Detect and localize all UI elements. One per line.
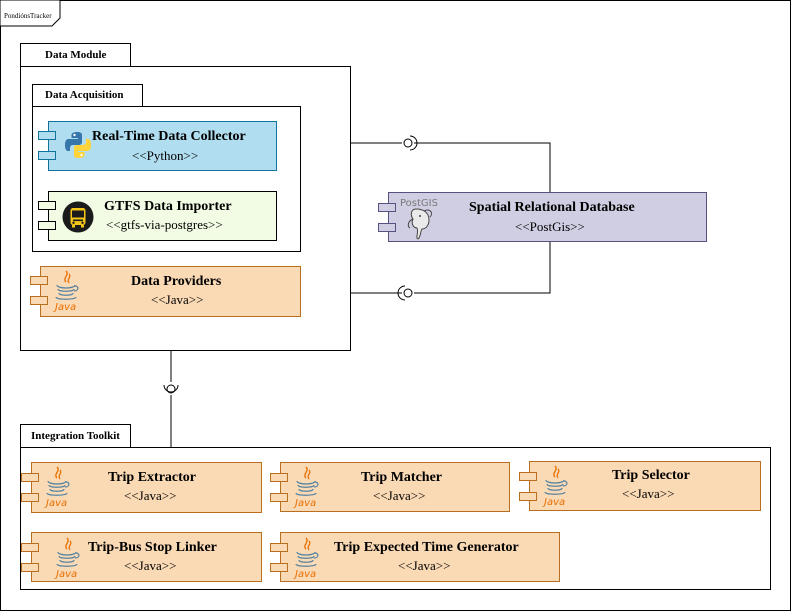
component-name: Trip Matcher	[361, 470, 442, 485]
component-name: Trip Selector	[612, 468, 690, 483]
connector-db-realtime-socket	[414, 142, 551, 192]
component-port	[30, 276, 48, 285]
component-port	[519, 492, 537, 501]
trip-expected-time-generator-component[interactable]: Java Trip Expected Time Generator <<Java…	[270, 532, 560, 582]
component-port	[270, 473, 288, 482]
python-icon	[65, 132, 91, 158]
data-acquisition-tab: Data Acquisition	[32, 84, 143, 107]
java-icon: Java	[53, 270, 79, 313]
integration-toolkit-tab: Integration Toolkit	[20, 424, 131, 448]
component-port	[270, 563, 288, 572]
component-port	[38, 151, 56, 160]
java-icon: Java	[293, 537, 319, 580]
socket-realtime	[409, 135, 418, 151]
trip-matcher-component[interactable]: Java Trip Matcher <<Java>>	[270, 462, 510, 512]
java-logo-text: Java	[293, 498, 316, 509]
component-port	[378, 203, 396, 212]
java-icon: Java	[54, 537, 80, 580]
java-logo-text: Java	[44, 498, 67, 509]
spatial-database-name: Spatial Relational Database	[469, 200, 635, 215]
component-port	[519, 472, 537, 481]
component-stereotype: <<Java>>	[124, 488, 177, 503]
java-icon: Java	[44, 466, 70, 509]
component-port	[38, 221, 56, 230]
gtfs-importer-name: GTFS Data Importer	[104, 199, 232, 214]
component-port	[270, 493, 288, 502]
postgis-logo-text: PostGIS	[400, 198, 438, 209]
gtfs-importer-stereotype: <<gtfs-via-postgres>>	[106, 217, 223, 232]
java-logo-text: Java	[54, 569, 77, 580]
gtfs-importer-component[interactable]: GTFS Data Importer <<gtfs-via-postgres>>	[38, 191, 277, 241]
java-logo-text: Java	[293, 569, 316, 580]
data-providers-name: Data Providers	[131, 274, 222, 289]
component-stereotype: <<Java>>	[398, 558, 451, 573]
data-module-tab: Data Module	[20, 43, 131, 67]
trip-extractor-component[interactable]: Java Trip Extractor <<Java>>	[21, 462, 262, 513]
trip-selector-component[interactable]: Java Trip Selector <<Java>>	[519, 461, 761, 511]
java-logo-text: Java	[53, 302, 76, 313]
outer-frame-title: PondiónsTracker	[4, 12, 52, 20]
component-port	[38, 131, 56, 140]
component-port	[21, 563, 39, 572]
socket-toolkit	[163, 384, 179, 393]
trip-bus-stop-linker-component[interactable]: Java Trip-Bus Stop Linker <<Java>>	[21, 532, 262, 582]
component-port	[21, 543, 39, 552]
component-stereotype: <<Java>>	[124, 558, 177, 573]
component-stereotype: <<Java>>	[622, 486, 675, 501]
component-port	[30, 296, 48, 305]
component-port	[270, 543, 288, 552]
bus-icon	[62, 201, 94, 233]
spatial-database-stereotype: <<PostGis>>	[515, 219, 585, 234]
realtime-collector-component[interactable]: Real-Time Data Collector <<Python>>	[38, 121, 277, 171]
data-providers-component[interactable]: Java Data Providers <<Java>>	[30, 266, 301, 317]
spatial-database-component[interactable]: PostGIS Spatial Relational Database <<Po…	[378, 192, 707, 242]
component-port	[21, 473, 39, 482]
component-stereotype: <<Java>>	[373, 488, 426, 503]
java-icon: Java	[293, 466, 319, 509]
component-port	[38, 201, 56, 210]
connector-db-providers-socket	[414, 242, 551, 294]
postgis-icon: PostGIS	[400, 198, 438, 240]
component-port	[378, 223, 396, 232]
component-name: Trip Extractor	[108, 470, 196, 485]
realtime-collector-stereotype: <<Python>>	[132, 148, 199, 163]
realtime-collector-name: Real-Time Data Collector	[92, 129, 246, 144]
component-port	[21, 493, 39, 502]
socket-providers	[397, 285, 406, 301]
java-logo-text: Java	[542, 497, 565, 508]
lollipop-ball-toolkit	[166, 384, 176, 394]
component-name: Trip-Bus Stop Linker	[88, 540, 217, 555]
java-icon: Java	[542, 465, 568, 508]
data-providers-stereotype: <<Java>>	[151, 292, 204, 307]
lollipop-ball-providers	[403, 288, 413, 298]
lollipop-ball-realtime	[403, 138, 413, 148]
component-name: Trip Expected Time Generator	[334, 540, 519, 555]
